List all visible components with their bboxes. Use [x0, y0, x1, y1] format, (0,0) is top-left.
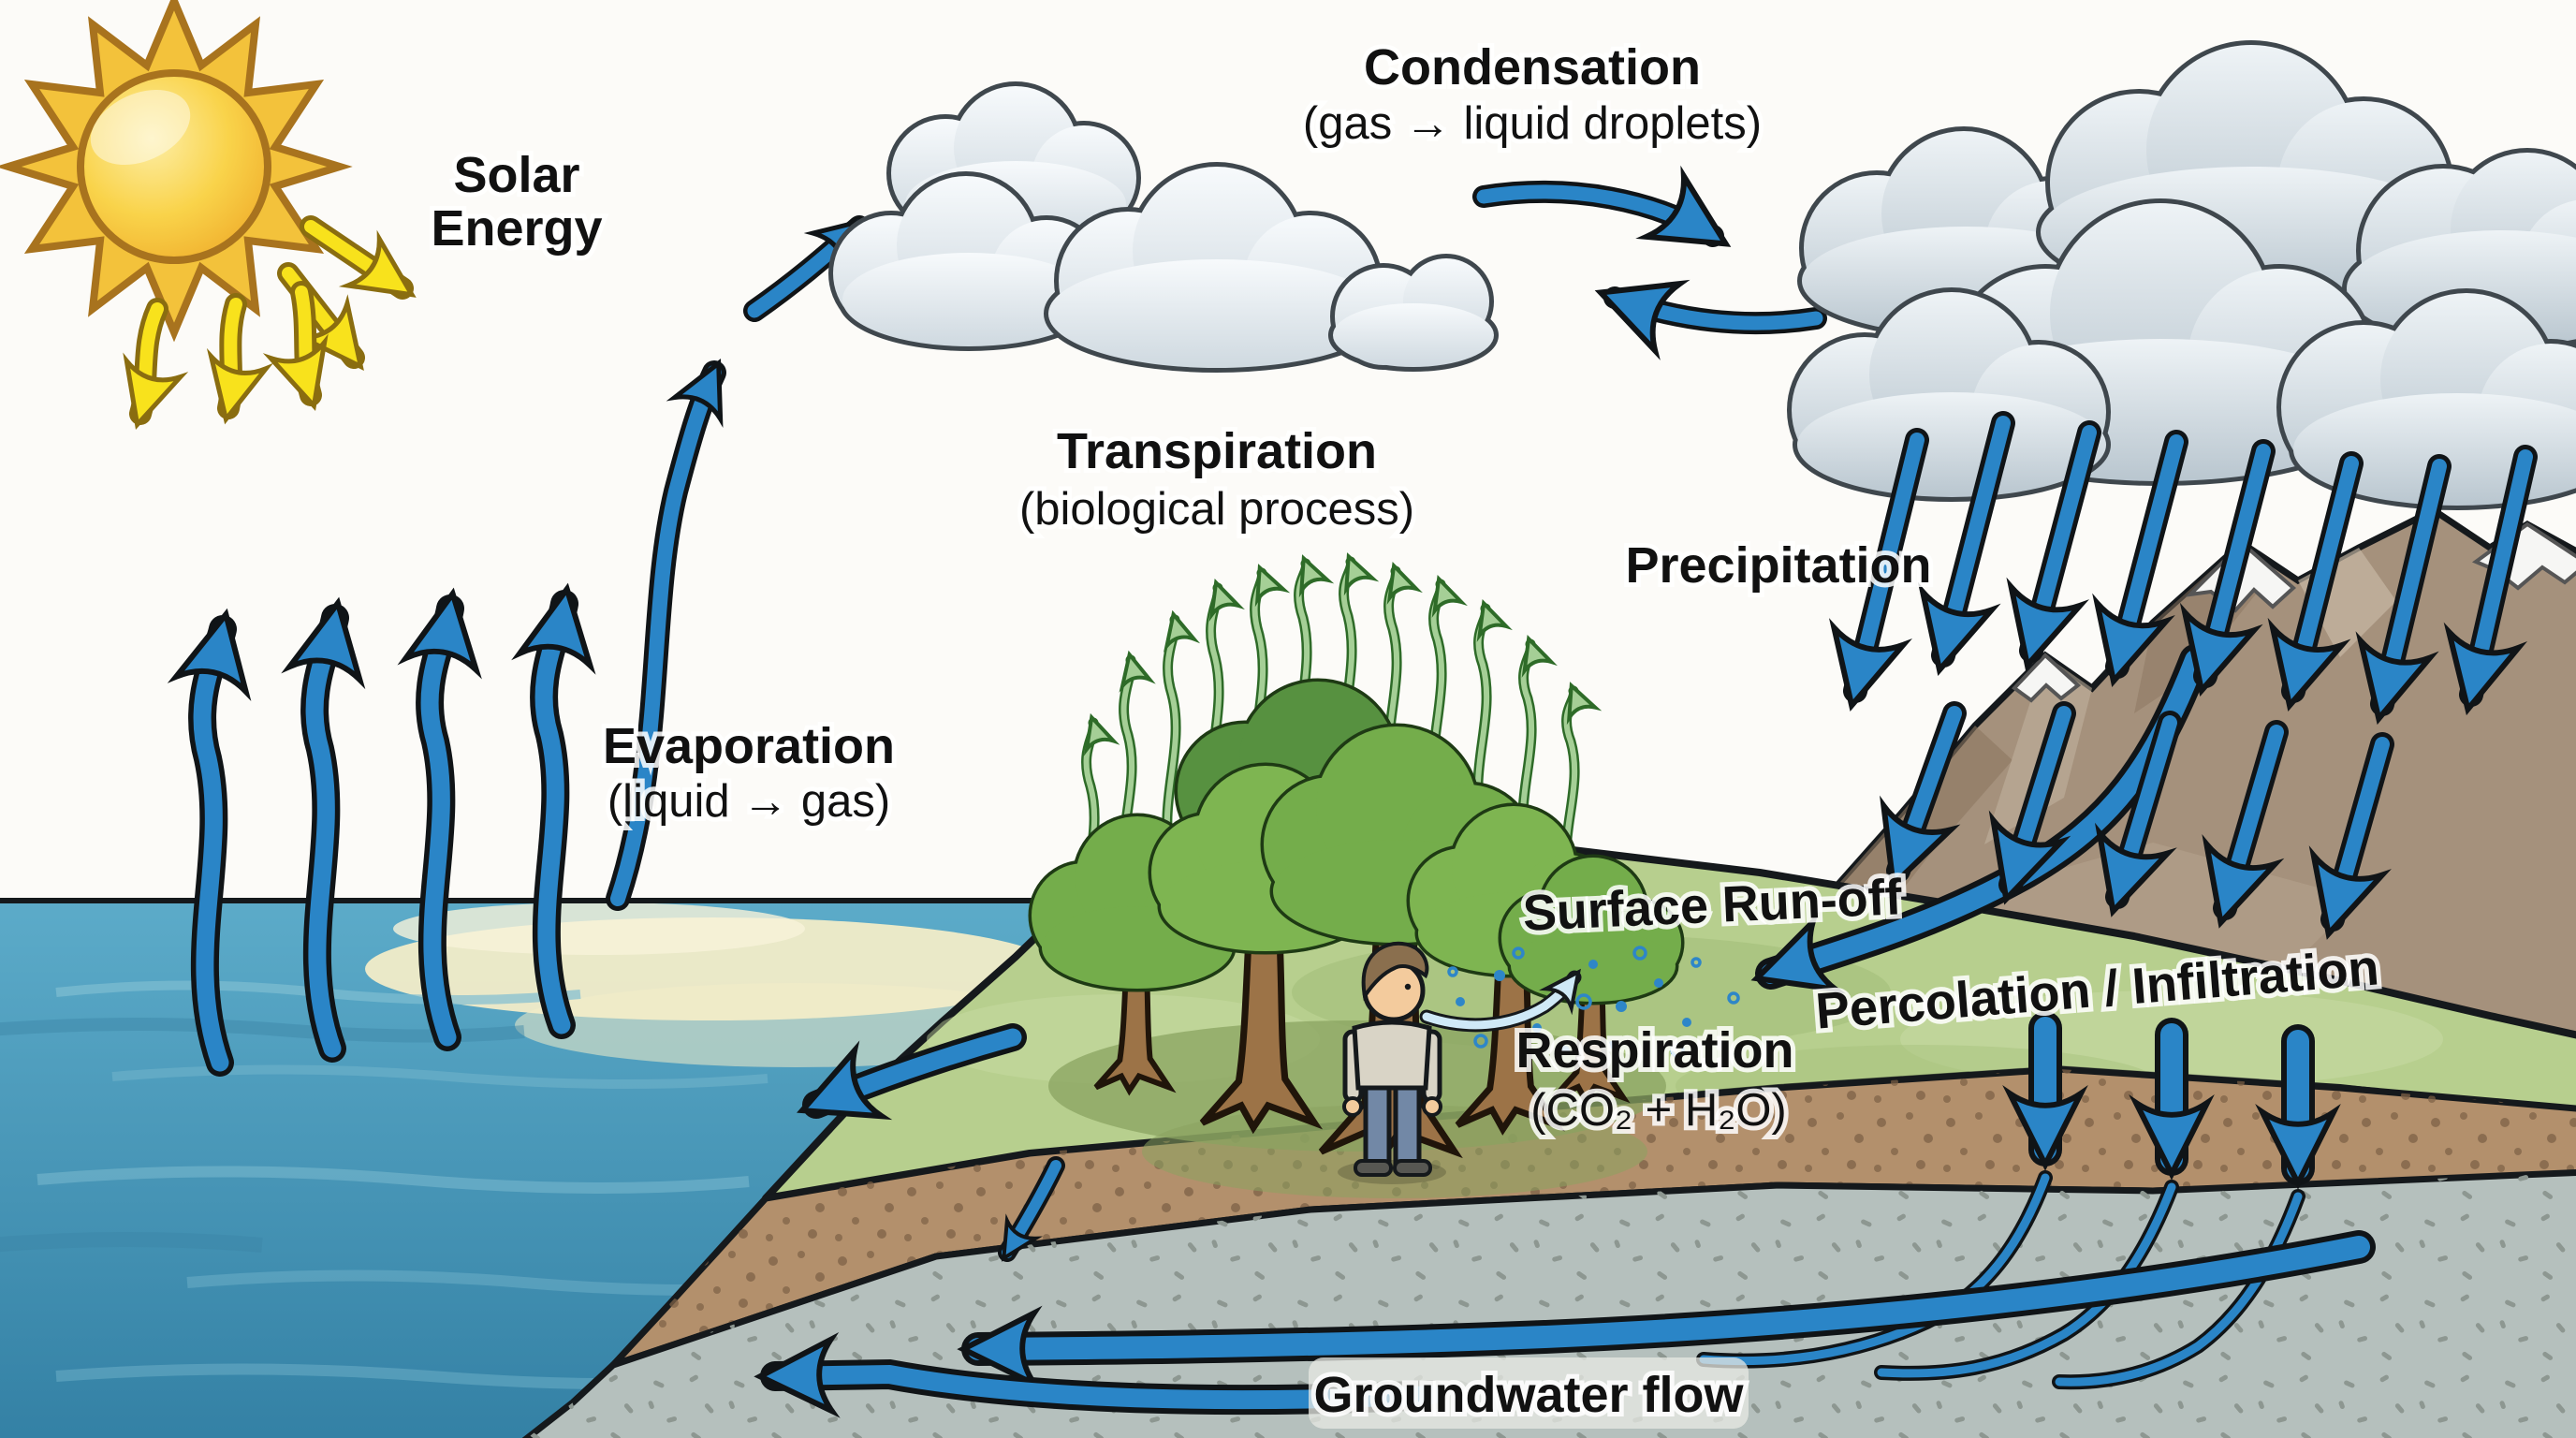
- label-solar-energy-line2: Energy: [431, 200, 602, 257]
- label-precipitation: Precipitation: [1625, 537, 1931, 594]
- sun-icon: [0, 0, 353, 343]
- ocean: [0, 898, 1076, 1438]
- person-torso: [1352, 1020, 1432, 1091]
- cloud-exchange-arrows: [1472, 165, 1827, 360]
- person-leg: [1393, 1081, 1422, 1167]
- label-transpiration-title: Transpiration: [1057, 423, 1377, 479]
- label-evaporation-title: Evaporation: [603, 718, 895, 774]
- label-respiration-subtitle: (CO₂ + H₂O): [1530, 1085, 1787, 1136]
- label-condensation-title: Condensation: [1364, 39, 1701, 95]
- solar-ray-arrows: [123, 215, 417, 431]
- shore-outflow-arrow: [797, 1023, 1027, 1121]
- person-shoe: [1393, 1159, 1432, 1177]
- label-evaporation-subtitle: (liquid → gas): [607, 776, 890, 827]
- person-hair: [1361, 941, 1429, 1002]
- label-groundwater-flow: Groundwater flow: [1314, 1367, 1745, 1423]
- person-leg: [1363, 1081, 1392, 1167]
- label-condensation-subtitle: (gas → liquid droplets): [1303, 98, 1762, 149]
- label-solar-energy-line1: Solar: [453, 147, 579, 203]
- person-shoe: [1354, 1159, 1393, 1177]
- infiltration-arrow: [998, 1156, 1065, 1262]
- groundwater-label-backing: [1309, 1357, 1749, 1429]
- evaporation-arrows: [167, 582, 596, 1077]
- respiration-arrow: [1419, 946, 1740, 1058]
- precipitation-arrows: [1828, 411, 2538, 940]
- breath-droplets: [1447, 946, 1740, 1058]
- label-respiration-title: Respiration: [1515, 1022, 1793, 1078]
- person: [1338, 941, 1446, 1184]
- label-transpiration-subtitle: (biological process): [1019, 484, 1414, 535]
